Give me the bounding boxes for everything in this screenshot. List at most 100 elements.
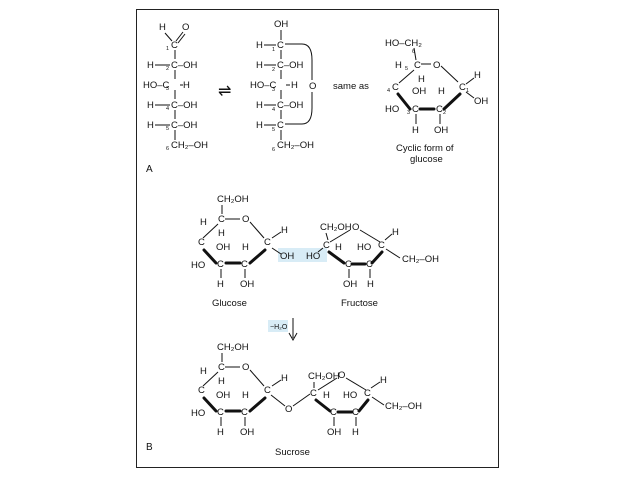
atom-ho: HO	[343, 390, 357, 401]
carbon-number: 6	[272, 147, 275, 153]
atom-h: H	[281, 373, 288, 384]
atom-c1: C	[459, 82, 466, 93]
atom-ch2oh: CH₂–OH	[385, 401, 422, 412]
atom-c: C	[218, 214, 225, 225]
atom-c: C	[378, 240, 385, 251]
atom-ho-c3: HO–C	[143, 80, 170, 91]
atom-ho-c3: HO–C	[250, 80, 277, 91]
atom-c6-ch2oh: CH₂–OH	[277, 140, 314, 151]
atom-h: H	[147, 100, 154, 111]
atom-oh: OH	[216, 390, 230, 401]
atom-o: O	[182, 22, 189, 33]
atom-h: H	[367, 279, 374, 290]
figure-frame	[136, 9, 499, 468]
carbon-number: 2	[443, 110, 446, 116]
carbon-number: 2	[272, 67, 275, 73]
fructose-label: Fructose	[341, 298, 378, 309]
ring-oxygen: O	[352, 222, 359, 233]
atom-ch2oh: CH₂OH	[217, 342, 249, 353]
atom-c2-oh: C–OH	[277, 60, 304, 71]
caption-cyclic-form: Cyclic form of	[396, 143, 454, 154]
water-loss-highlight	[268, 320, 288, 332]
atom-h: H	[147, 120, 154, 131]
atom-h: H	[147, 60, 154, 71]
bridged-chain-glucose: OH H 1 C H 2 C–OH HO–C 3 H O H 4 C–OH H …	[250, 19, 316, 153]
atom-h: H	[218, 228, 225, 239]
atom-oh-glucose: OH	[280, 251, 294, 262]
atom-ho: HO	[191, 408, 205, 419]
atom-h: H	[474, 70, 481, 81]
carbon-number: 5	[166, 126, 169, 132]
atom-oh: OH	[343, 279, 357, 290]
atom-oh: OH	[216, 242, 230, 253]
atom-c: C	[241, 407, 248, 418]
atom-h: H	[395, 60, 402, 71]
atom-h: H	[218, 376, 225, 387]
ring-oxygen: O	[338, 370, 345, 381]
ring-oxygen: O	[433, 60, 440, 71]
atom-oh: OH	[240, 279, 254, 290]
atom-oh: OH	[327, 427, 341, 438]
carbon-number: 3	[407, 110, 410, 116]
atom-h: H	[159, 22, 166, 33]
atom-ho: HO	[357, 242, 371, 253]
atom-h: H	[380, 375, 387, 386]
atom-oh: OH	[240, 427, 254, 438]
carbon-number: 5	[272, 127, 275, 133]
fructose-ring: HO CH₂OH C O H HO C H CH₂–OH C C OH H	[306, 222, 439, 290]
atom-h: H	[256, 100, 263, 111]
sucrose: CH₂OH C O H H C OH H C H O HO C C H OH C…	[191, 342, 422, 438]
atom-c: C	[345, 259, 352, 270]
atom-h: H	[291, 80, 298, 91]
atom-c: C	[218, 362, 225, 373]
atom-c: C	[198, 385, 205, 396]
atom-c5: C	[414, 60, 421, 71]
atom-hoch2: HO–CH₂	[385, 38, 422, 49]
atom-c4: C	[392, 82, 399, 93]
equilibrium-arrows: ⇌	[218, 83, 231, 100]
atom-c2: C	[436, 104, 443, 115]
atom-ch2oh: CH₂OH	[217, 194, 249, 205]
atom-h: H	[183, 80, 190, 91]
carbon-number: 1	[166, 46, 169, 52]
atom-h: H	[217, 427, 224, 438]
atom-c: C	[217, 259, 224, 270]
atom-c1: C	[277, 40, 284, 51]
haworth-glucose: HO–CH₂ 6 H 5 C O H C 4 OH H C 1 H OH HO …	[385, 38, 488, 136]
ring-oxygen: O	[309, 81, 316, 92]
atom-c6-ch2oh: CH₂–OH	[171, 140, 208, 151]
atom-c5-oh: C–OH	[171, 120, 198, 131]
atom-ho: HO	[385, 104, 399, 115]
atom-h: H	[352, 427, 359, 438]
atom-c: C	[264, 385, 271, 396]
atom-h: H	[392, 227, 399, 238]
sucrose-label: Sucrose	[275, 447, 310, 458]
atom-h: H	[242, 390, 249, 401]
open-chain-glucose: H O 1 C H 2 C–OH HO–C 3 H H 4 C–OH H 5 C…	[143, 22, 208, 152]
atom-h: H	[256, 60, 263, 71]
atom-c: C	[310, 388, 317, 399]
caption-glucose: glucose	[410, 154, 443, 165]
glycosidic-oxygen: O	[285, 404, 292, 415]
atom-c1: C	[171, 40, 178, 51]
atom-h: H	[438, 86, 445, 97]
atom-ch2oh: CH₂OH	[308, 371, 340, 382]
ring-oxygen: O	[242, 214, 249, 225]
glucose-ring: CH₂OH C O H H C OH H C H OH HO C C H OH	[191, 194, 294, 290]
water-highlight	[278, 248, 327, 262]
atom-h: H	[418, 74, 425, 85]
atom-c: C	[323, 240, 330, 251]
carbon-number: 1	[272, 47, 275, 53]
atom-oh: OH	[434, 125, 448, 136]
atom-c5: C	[277, 120, 284, 131]
atom-c: C	[198, 237, 205, 248]
panel-b-label: B	[146, 442, 153, 453]
atom-ch2oh: CH₂OH	[320, 222, 352, 233]
atom-h: H	[323, 390, 330, 401]
atom-c2-oh: C–OH	[171, 60, 198, 71]
atom-h: H	[412, 125, 419, 136]
atom-h: H	[335, 242, 342, 253]
glucose-label: Glucose	[212, 298, 247, 309]
atom-c: C	[364, 388, 371, 399]
